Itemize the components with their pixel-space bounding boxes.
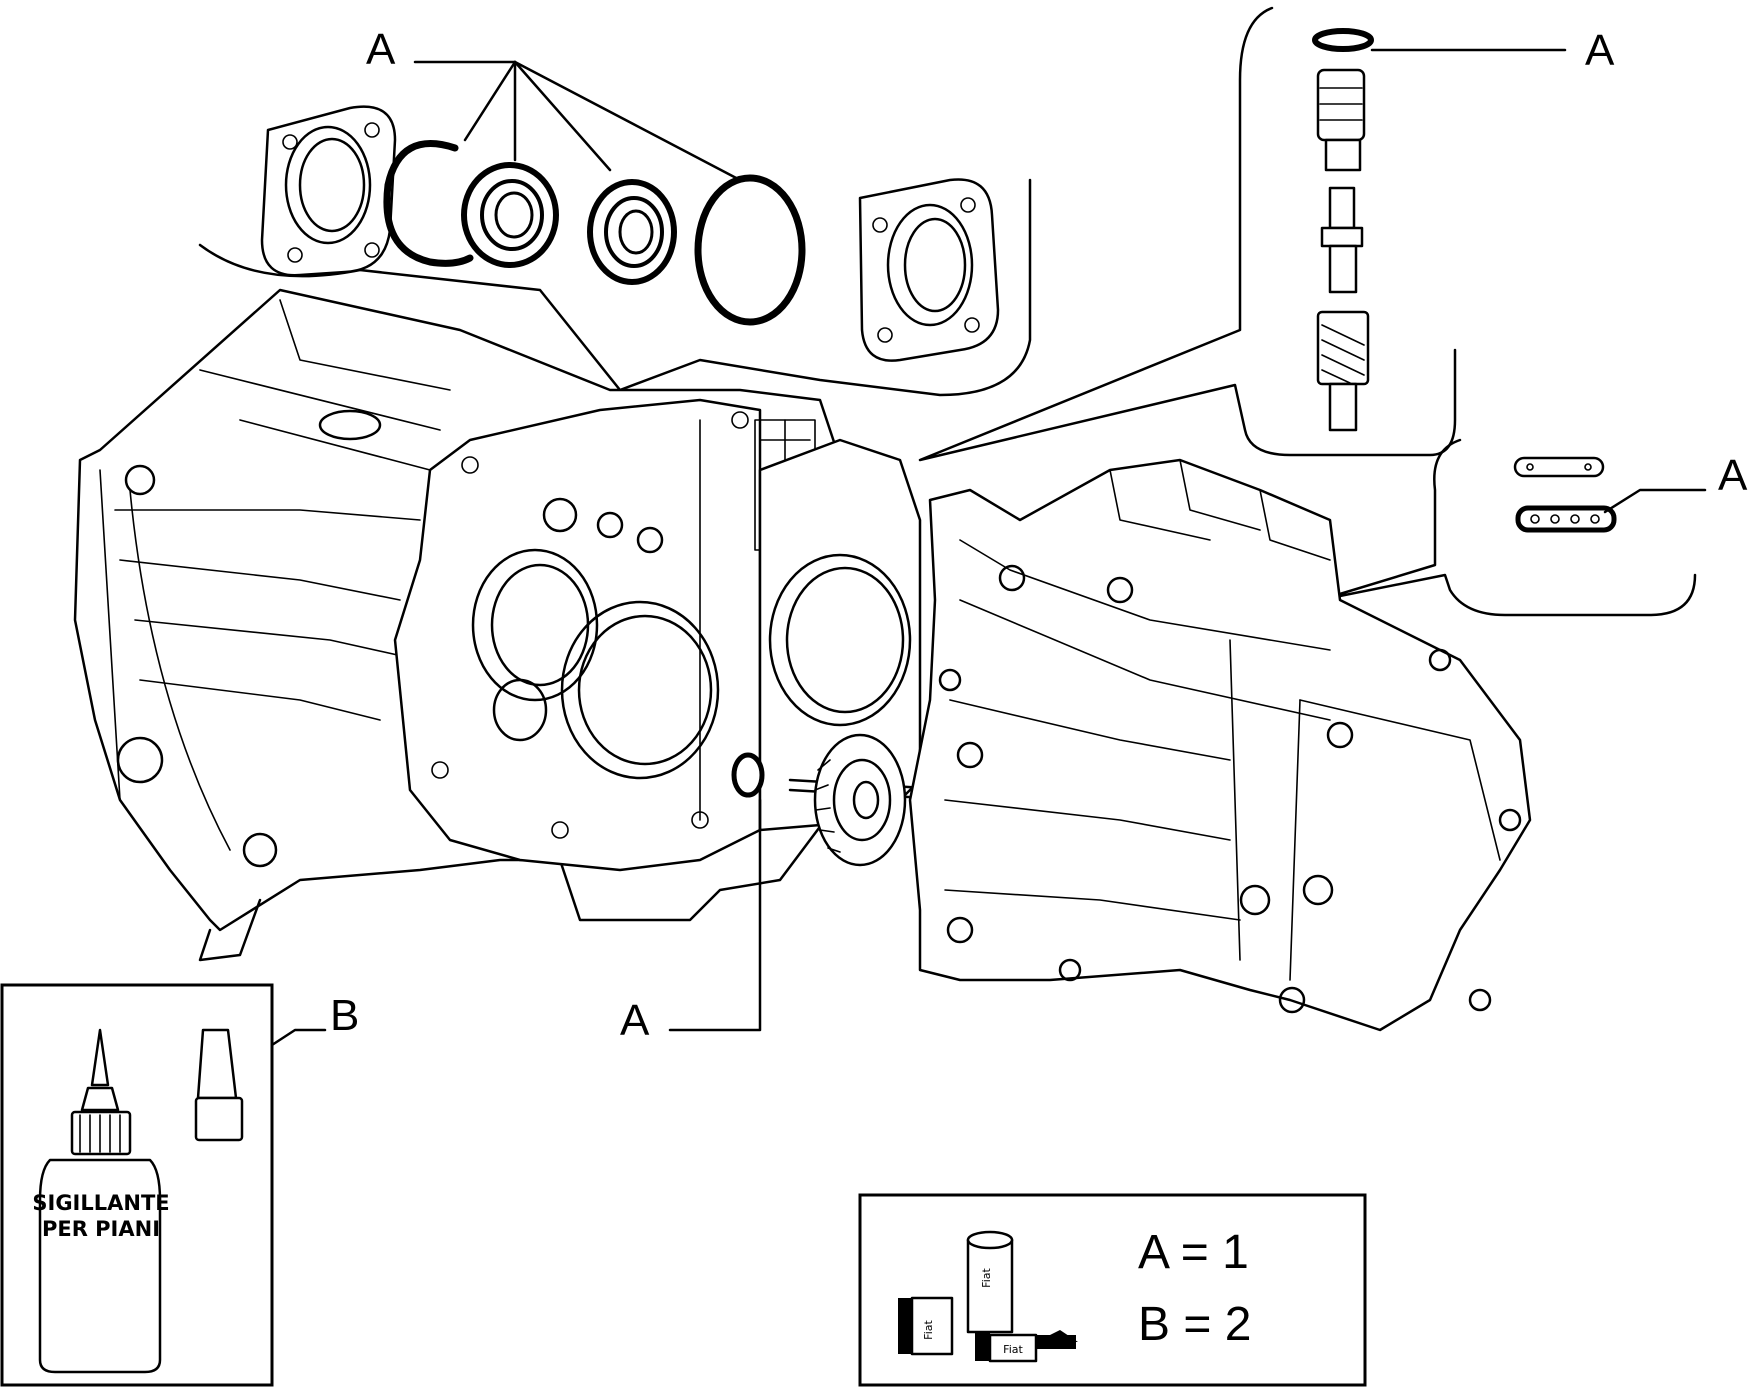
sealant-callout-label: B — [330, 991, 359, 1040]
shaft-seal — [731, 752, 765, 798]
bottle-label-line1: SIGILLANTE — [32, 1191, 169, 1215]
o-ring-large — [694, 174, 806, 326]
speedometer-drive-bubble — [918, 6, 1457, 462]
sealant-cap — [194, 1028, 244, 1142]
legend-row-a: A = 1 — [1138, 1226, 1249, 1279]
gasket-bubble — [1318, 438, 1697, 617]
bearing-flange-left — [260, 105, 397, 277]
box-brand-small: Fiat — [1003, 1343, 1023, 1356]
snap-ring-left — [383, 140, 474, 267]
callout-label: A — [620, 996, 650, 1045]
gasket-strips — [1513, 456, 1617, 533]
ball-bearing-left — [461, 162, 559, 268]
sealant-bottle: SIGILLANTE PER PIANI — [32, 1028, 170, 1374]
callout-a-top-left: A — [366, 25, 742, 182]
bottle-label-line2: PER PIANI — [42, 1217, 160, 1241]
callout-label: A — [1585, 26, 1615, 75]
callout-label: A — [366, 25, 396, 74]
gearbox-housing — [908, 458, 1532, 1032]
product-boxes-icon: Fiat Fiat Fiat — [898, 1230, 1078, 1363]
speedometer-drive-shaft — [1312, 28, 1374, 432]
bearing-flange-right — [858, 178, 1000, 362]
callout-a-right-mid: A — [1603, 451, 1748, 514]
callout-label: A — [1718, 451, 1748, 500]
box-brand-tall: Fiat — [980, 1267, 993, 1287]
center-mating-face — [393, 398, 816, 872]
sealant-box: B — [0, 983, 359, 1387]
right-mating-face — [758, 438, 922, 832]
callout-a-top-right: A — [1370, 26, 1615, 75]
ball-bearing-right — [587, 179, 677, 285]
legend-row-b: B = 2 — [1138, 1298, 1251, 1351]
quantity-legend — [858, 1193, 1367, 1387]
box-brand-left: Fiat — [922, 1319, 935, 1339]
output-shaft-gear — [788, 733, 962, 867]
callout-a-bottom-center: A — [620, 798, 762, 1045]
